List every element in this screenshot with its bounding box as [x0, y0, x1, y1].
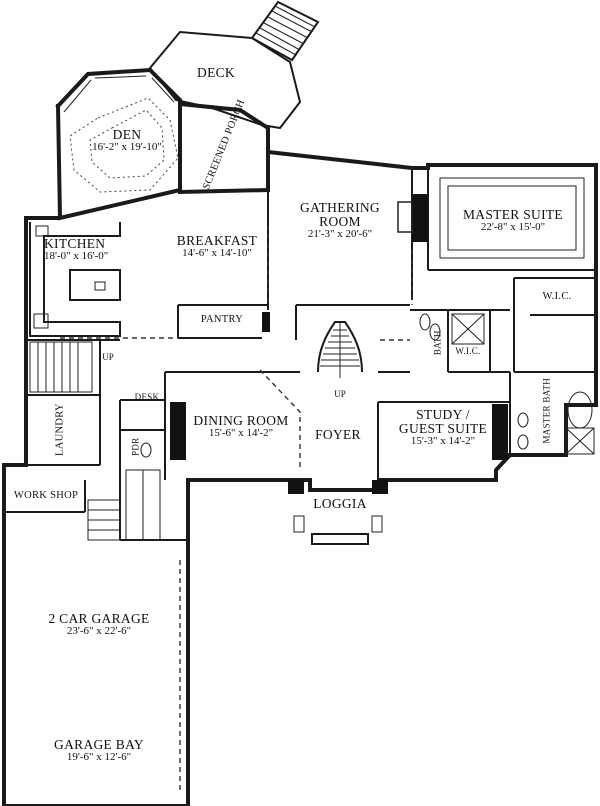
foyer-label: FOYER: [315, 427, 361, 442]
main-walls: [2, 149, 598, 806]
loggia-label: LOGGIA: [313, 496, 367, 511]
master-ceiling: [439, 177, 585, 259]
master-bath-label: MASTER BATH: [541, 377, 552, 444]
wic-bath-label: W.I.C.: [455, 346, 481, 356]
bath-fixtures: [140, 313, 595, 458]
deck-stairs: [250, 0, 320, 62]
wic-master-label: W.I.C.: [542, 291, 572, 302]
bath-label: BATH: [432, 330, 443, 356]
garage-steps: [87, 469, 161, 541]
master-suite-label: MASTER SUITE 22'-8" x 15'-0": [463, 207, 563, 234]
garage-label: 2 CAR GARAGE 23'-6" x 22'-6": [48, 611, 150, 638]
kitchen-counters: [29, 222, 121, 337]
workshop-label: WORK SHOP: [13, 490, 79, 501]
loggia-structure: [288, 480, 388, 545]
kitchen-label: KITCHEN 18'-0" x 16'-0": [44, 236, 109, 263]
pantry-label: PANTRY: [200, 314, 244, 325]
den-label: DEN 16'-2" x 19'-10": [92, 127, 162, 154]
gathering-room-label: GATHERING ROOM 21'-3" x 20'-6": [300, 200, 380, 241]
rear-stair-up-label: UP: [102, 352, 114, 362]
breakfast-label: BREAKFAST 14'-6" x 14'-10": [176, 233, 258, 260]
rear-staircase: [29, 341, 93, 393]
laundry-label: LAUNDRY: [54, 403, 66, 456]
garage-bay-label: GARAGE BAY 19'-6" x 12'-6": [54, 737, 144, 764]
dashed-openings: [60, 225, 413, 470]
main-stair-up-label: UP: [334, 389, 346, 399]
fireplaces: [170, 194, 508, 460]
desk-label: DESK: [134, 392, 160, 402]
deck-label: DECK: [197, 65, 235, 80]
main-staircase: [317, 321, 363, 378]
dining-room-label: DINING ROOM 15'-6" x 14'-2": [193, 413, 289, 440]
den-ceiling-octagon: [69, 97, 179, 193]
pdr-label: PDR: [130, 437, 141, 456]
study-label: STUDY / GUEST SUITE 15'-3" x 14'-2": [398, 407, 488, 448]
